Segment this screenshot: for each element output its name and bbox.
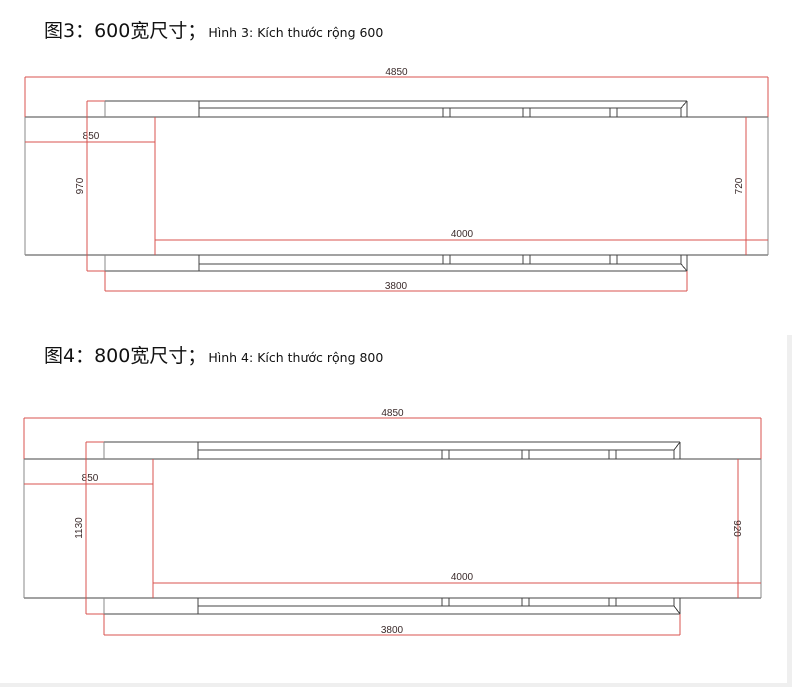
figure-3-title-cn: 图3：600宽尺寸； [44, 20, 207, 42]
dim-end-label: 850 [82, 473, 99, 484]
dim-total-label: 4850 [385, 67, 408, 78]
figure-3-heading: 图3：600宽尺寸；Hình 3: Kích thước rộng 600 [44, 16, 383, 43]
top-rail-bevel [680, 100, 688, 109]
page-edge-right [787, 335, 792, 687]
dim-frame-label: 1130 [74, 517, 85, 539]
figure-3-title-vn: Hình 3: Kích thước rộng 600 [208, 25, 384, 40]
dim-end-label: 850 [83, 131, 100, 142]
dim-body-label: 4000 [451, 572, 474, 583]
dim-total-label: 4850 [381, 408, 404, 419]
dim-height-label: 720 [734, 177, 745, 194]
figure-4-title-cn: 图4：800宽尺寸； [44, 345, 207, 367]
dim-frame-label: 970 [75, 177, 86, 194]
dim-height-label: 920 [731, 520, 742, 537]
dim-rail-label: 3800 [385, 281, 408, 292]
dim-body-label: 4000 [451, 229, 474, 240]
bottom-rail-bevel [680, 263, 688, 272]
top-rail-bevel [673, 441, 681, 451]
bottom-rail-bevel [673, 605, 681, 615]
page-edge-bottom [0, 683, 792, 687]
figure-4-heading: 图4：800宽尺寸；Hình 4: Kích thước rộng 800 [44, 341, 383, 368]
figure-4-title-vn: Hình 4: Kích thước rộng 800 [208, 350, 384, 365]
dim-rail-label: 3800 [381, 625, 404, 636]
